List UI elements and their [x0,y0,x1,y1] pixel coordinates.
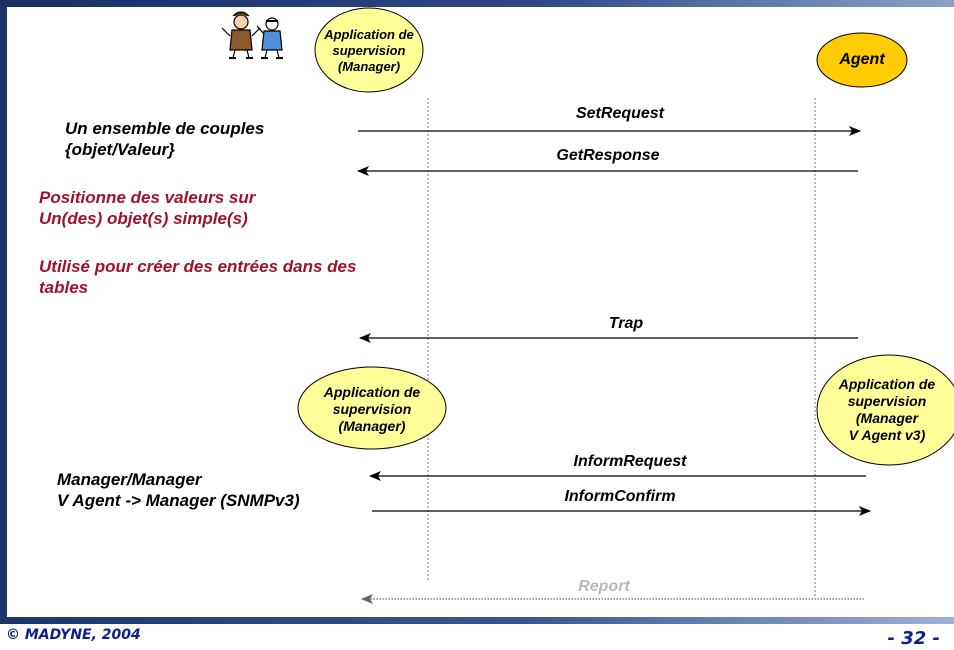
manager-agent-ellipse-line2: supervision [847,393,927,409]
manager-agent-ellipse [816,354,954,466]
manager-ellipse-top-line2: supervision [332,43,406,58]
bottom-frame-bar [0,617,954,624]
manager-line1: Manager/Manager [57,470,202,489]
manager-ellipse-bottom-line1: Application de [323,384,421,400]
manager-agent-ellipse-label: Application de supervision (Manager V Ag… [824,376,950,444]
manager-ellipse-top-line1: Application de [324,27,414,42]
manager-ellipse-bottom-line2: supervision [332,401,412,417]
manager-ellipse-top-line3: (Manager) [337,59,401,74]
top-frame-bar [0,0,954,7]
agent-ellipse-label: Agent [839,51,885,68]
page-number: - 32 - [887,628,940,649]
manager-agent-ellipse-line3: (Manager [855,410,919,426]
agent-ellipse [816,32,908,88]
manager-ellipse-top-label: Application de supervision (Manager) [315,27,423,75]
manager-agent-ellipse-line1: Application de [838,376,936,392]
manager-line2: V Agent -> Manager (SNMPv3) [57,491,300,510]
left-frame-bar [0,7,7,617]
inform-request-label: InformRequest [573,453,687,470]
trap-label: Trap [608,315,644,332]
inform-confirm-label: InformConfirm [564,488,676,505]
copyright-footer: © MADYNE, 2004 [6,627,141,643]
utilise-line2: tables [39,278,89,297]
set-request-label: SetRequest [575,105,665,122]
positionne-line2: Un(des) objet(s) simple(s) [39,209,248,228]
couples-line2: {objet/Valeur} [65,140,175,159]
couples-description: Un ensemble de couples {objet/Valeur} [65,118,264,160]
manager-manager-description: Manager/Manager V Agent -> Manager (SNMP… [57,469,300,511]
manager-ellipse-bottom-line3: (Manager) [338,418,406,434]
positionne-note: Positionne des valeurs sur Un(des) objet… [39,187,255,229]
utilise-note: Utilisé pour créer des entrées dans des … [39,256,356,298]
manager-ellipse-top [314,7,424,93]
manager-ellipse-bottom-label: Application de supervision (Manager) [308,384,436,435]
manager-agent-ellipse-line4: V Agent v3) [848,427,926,443]
positionne-line1: Positionne des valeurs sur [39,188,256,207]
people-clipart-icon [221,11,283,59]
utilise-line1: Utilisé pour créer des entrées dans des [39,257,357,276]
couples-line1: Un ensemble de couples [65,119,265,138]
get-response-label: GetResponse [556,147,660,164]
report-label: Report [578,578,630,595]
manager-ellipse-bottom [297,366,447,450]
